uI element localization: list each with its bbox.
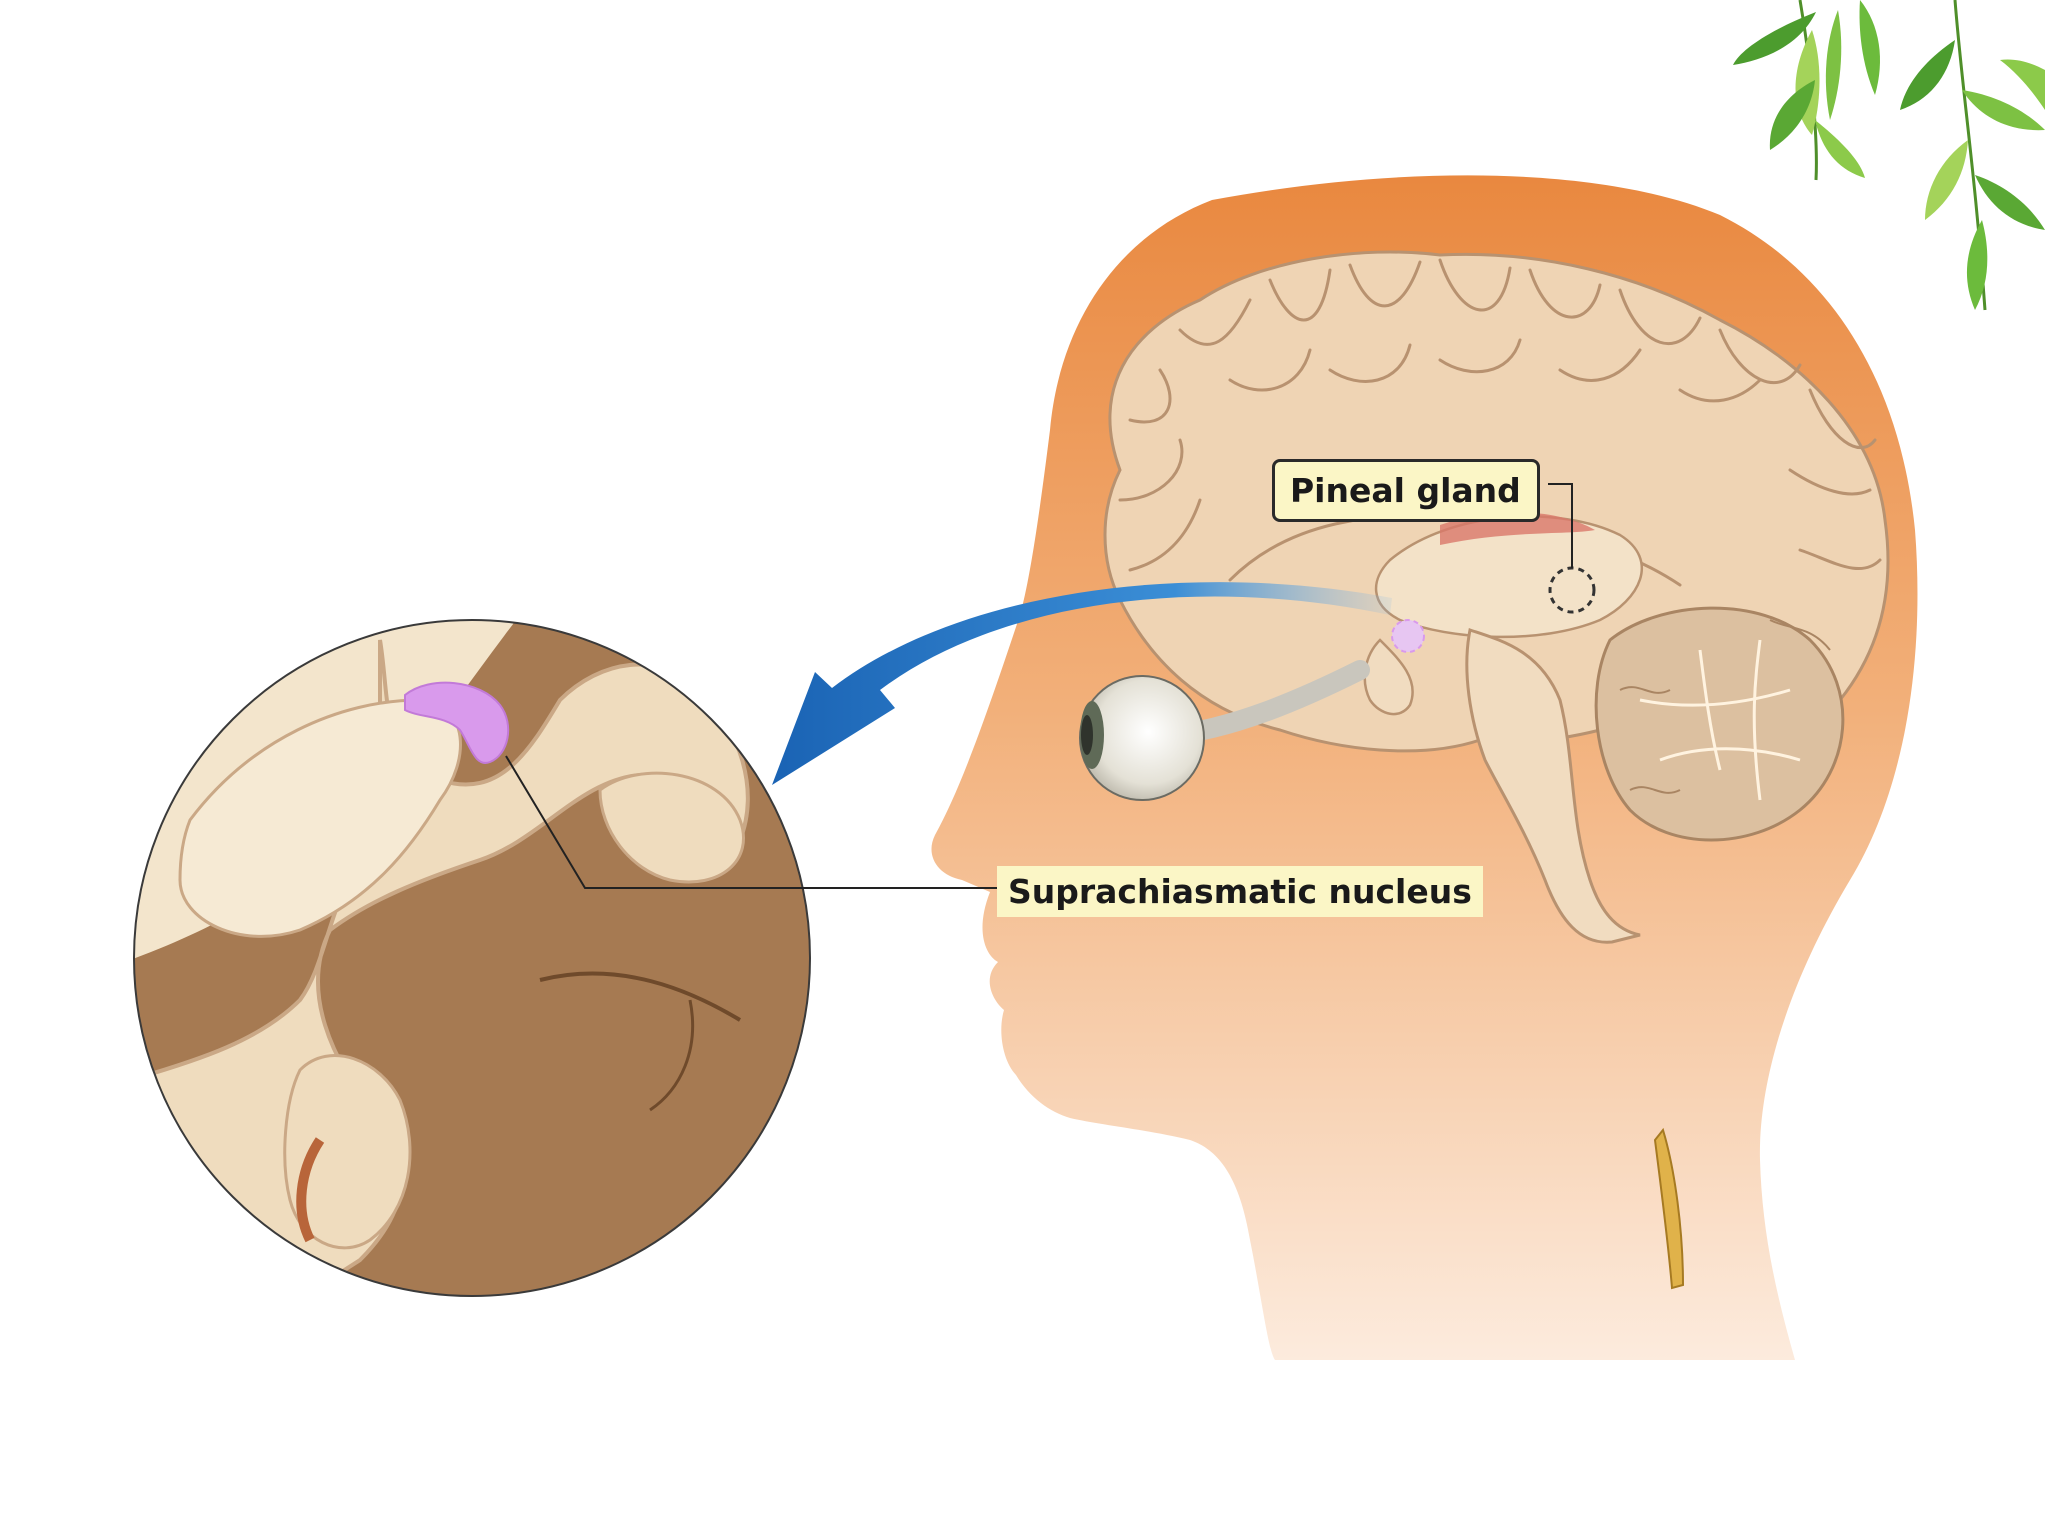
blue-curved-arrow — [772, 582, 1392, 785]
neck-structure — [1653, 1127, 1685, 1290]
suprachiasmatic-nucleus-label: Suprachiasmatic nucleus — [997, 866, 1483, 917]
scn-highlight — [404, 681, 510, 764]
zoom-circle — [134, 620, 810, 1296]
pineal-leader-line — [1548, 483, 1573, 568]
leaf-branch-decoration — [1733, 0, 2045, 311]
eyeball-icon — [1079, 675, 1205, 801]
brainstem — [1465, 628, 1641, 944]
scn-leader-line — [505, 755, 1000, 889]
pineal-gland-label: Pineal gland — [1272, 459, 1540, 522]
cerebellum — [1594, 606, 1845, 842]
